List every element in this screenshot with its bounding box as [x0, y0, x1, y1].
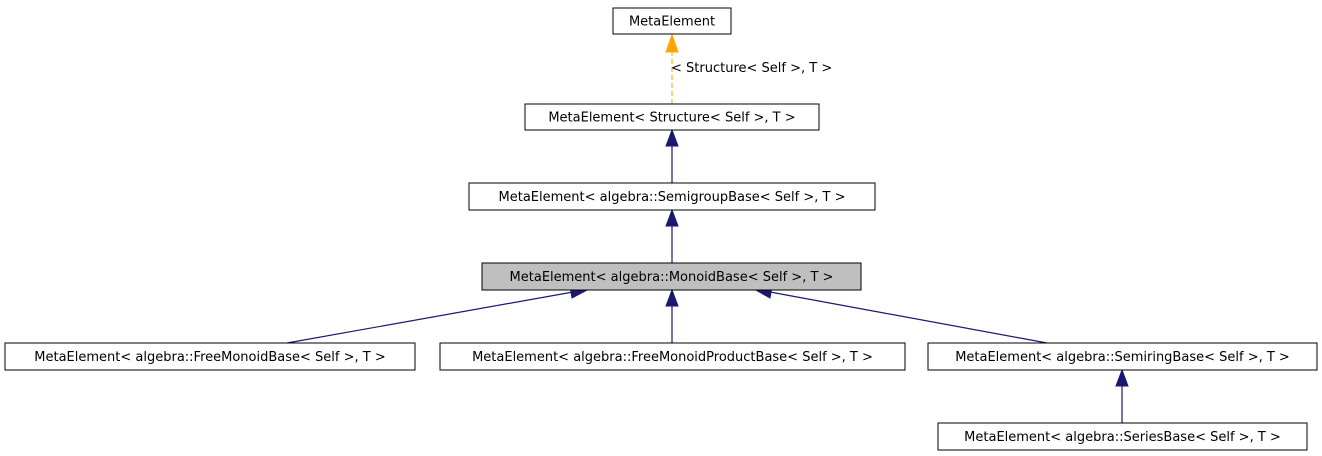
node-label: MetaElement< Structure< Self >, T >	[548, 111, 795, 126]
edge-template-instance	[665, 33, 679, 104]
node-label: MetaElement< algebra::FreeMonoidBase< Se…	[34, 350, 385, 365]
node-label: MetaElement< algebra::SeriesBase< Self >…	[964, 430, 1281, 445]
node-label: MetaElement< algebra::SemigroupBase< Sel…	[499, 190, 846, 205]
edge-semiring-to-monoid	[752, 285, 1048, 344]
edge-free-monoid-to-monoid	[286, 285, 591, 344]
node-meta-element[interactable]: MetaElement	[612, 7, 732, 35]
node-meta-free-monoid[interactable]: MetaElement< algebra::FreeMonoidBase< Se…	[4, 342, 416, 371]
node-meta-structure[interactable]: MetaElement< Structure< Self >, T >	[524, 103, 820, 131]
node-meta-series[interactable]: MetaElement< algebra::SeriesBase< Self >…	[937, 422, 1308, 451]
edge-semigroup-to-structure	[665, 128, 679, 183]
node-meta-semiring[interactable]: MetaElement< algebra::SemiringBase< Self…	[927, 342, 1318, 371]
edge-series-to-semiring	[1115, 368, 1129, 423]
node-meta-semigroup[interactable]: MetaElement< algebra::SemigroupBase< Sel…	[468, 182, 876, 211]
node-label: MetaElement< algebra::FreeMonoidProductB…	[472, 350, 873, 365]
node-label: MetaElement< algebra::MonoidBase< Self >…	[510, 270, 834, 285]
node-label: MetaElement< algebra::SemiringBase< Self…	[955, 350, 1290, 365]
node-meta-free-monoid-product[interactable]: MetaElement< algebra::FreeMonoidProductB…	[439, 342, 906, 371]
node-label: MetaElement	[629, 15, 715, 30]
edge-free-monoid-product-to-monoid	[665, 288, 679, 343]
node-meta-monoid[interactable]: MetaElement< algebra::MonoidBase< Self >…	[481, 262, 862, 291]
template-edge-label: < Structure< Self >, T >	[671, 61, 832, 76]
edge-monoid-to-semigroup	[665, 208, 679, 263]
